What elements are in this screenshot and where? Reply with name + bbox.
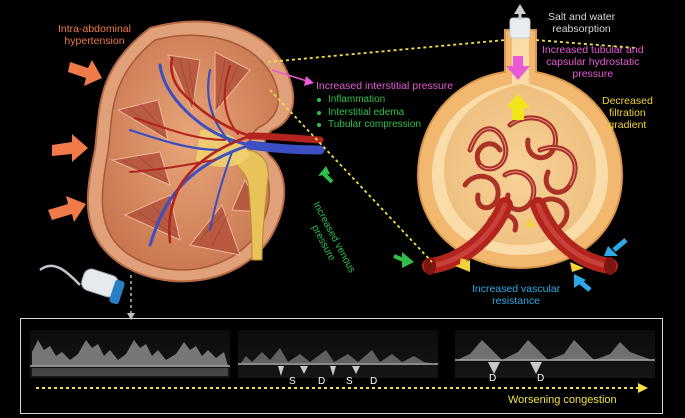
intra-abdominal-label: Intra-abdominal hypertension — [58, 23, 131, 48]
vascular-resistance-label: Increased vascular resistance — [472, 283, 561, 308]
waveform-label-d3: D — [489, 373, 497, 384]
doppler-frame — [20, 318, 663, 414]
ultrasound-probe-icon — [39, 264, 125, 305]
bullet-interstitial-edema: Interstitial edema — [316, 107, 421, 120]
glomerulus-illustration — [416, 17, 624, 275]
bullet-tubular-compression: Tubular compression — [316, 119, 421, 132]
waveform-label-s1: S — [289, 376, 296, 387]
waveform-label-s2: S — [346, 376, 353, 387]
waveform-label-d4: D — [537, 373, 545, 384]
bullet-inflammation: Inflammation — [316, 94, 421, 107]
interstitial-pressure-label: Increased interstitial pressure — [316, 80, 454, 92]
salt-water-label: Salt and water reabsorption — [548, 11, 616, 36]
doppler-strip — [30, 330, 655, 378]
kidney-illustration — [86, 20, 325, 283]
worsening-congestion-label: Worsening congestion — [508, 394, 617, 406]
waveform-label-d1: D — [318, 376, 326, 387]
decreased-filtration-label: Decreased filtration gradient — [602, 95, 653, 132]
tubular-pressure-label: Increased tubular and capsular hydrostat… — [542, 44, 644, 81]
interstitial-bullets: Inflammation Interstitial edema Tubular … — [316, 94, 421, 132]
waveform-label-d2: D — [370, 376, 378, 387]
pressure-arrow-icon — [48, 60, 102, 222]
